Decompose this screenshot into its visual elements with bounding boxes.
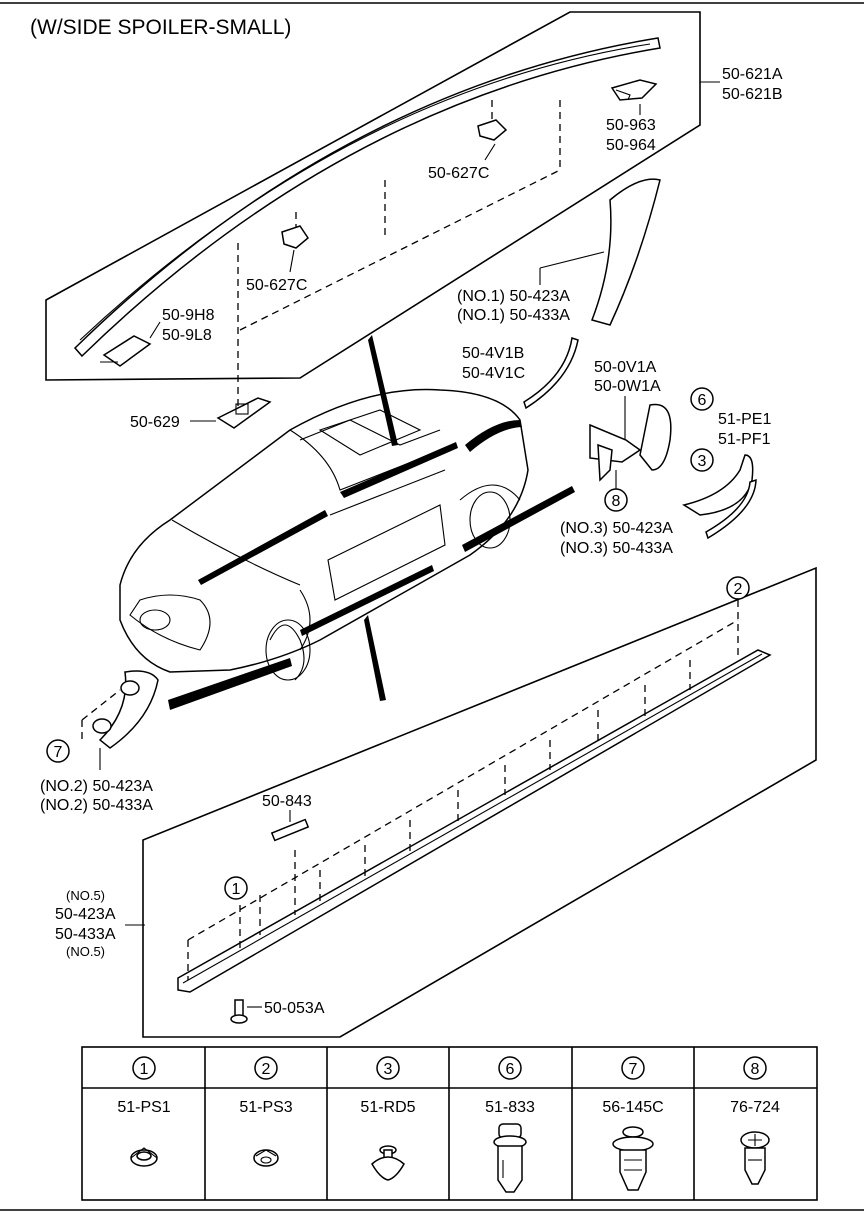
svg-text:8: 8 <box>751 1061 760 1078</box>
table-col-7: 7 56-145C <box>602 1056 664 1191</box>
callout-1: 1 <box>224 876 248 900</box>
sill-screw-label: 50-053A <box>264 1000 325 1017</box>
roof-clip-front-label: 50-627C <box>246 277 307 294</box>
arch-no2-label-2: (NO.2) 50-433A <box>40 797 153 814</box>
svg-text:6: 6 <box>506 1061 515 1078</box>
seal-strip-label: 50-843 <box>262 793 312 810</box>
callout-7: 7 <box>46 739 70 763</box>
arch-no1-label-2: (NO.1) 50-433A <box>457 307 570 324</box>
svg-text:1: 1 <box>232 881 241 898</box>
rear-corner-part <box>682 454 757 540</box>
svg-text:2: 2 <box>734 581 743 598</box>
roof-clip-rear-part <box>610 79 658 101</box>
seal-strip-part <box>270 818 310 842</box>
roof-clip-mid-label: 50-627C <box>428 165 489 182</box>
arch-no3-label-1: (NO.3) 50-423A <box>560 520 673 537</box>
part-number-51-833: 51-833 <box>485 1099 535 1116</box>
part-number-56-145c: 56-145C <box>602 1099 663 1116</box>
push-rivet-icon <box>740 1131 770 1185</box>
side-sill-group <box>125 566 817 1038</box>
side-sill-label-3: 50-433A <box>55 926 116 943</box>
svg-text:6: 6 <box>698 392 707 409</box>
table-col-8: 8 76-724 <box>730 1056 780 1185</box>
rear-corner-label-2: 51-PF1 <box>718 431 771 448</box>
sill-screw-part <box>230 999 248 1024</box>
svg-text:7: 7 <box>54 744 63 761</box>
arch-no2-label-1: (NO.2) 50-423A <box>40 778 153 795</box>
svg-text:7: 7 <box>629 1061 638 1078</box>
callout-6: 6 <box>690 387 714 411</box>
push-clip-round-icon <box>130 1147 158 1167</box>
stud-clip-icon <box>493 1123 527 1193</box>
roof-end-cap <box>100 335 152 367</box>
screw-grommet-icon <box>612 1126 654 1191</box>
roof-fastener-part <box>216 397 272 429</box>
roof-clip-mid-part <box>477 119 508 141</box>
part-number-51-rd5: 51-RD5 <box>360 1099 415 1116</box>
svg-text:8: 8 <box>612 493 621 510</box>
rear-bracket-part <box>589 403 672 482</box>
roof-molding-box <box>45 11 701 381</box>
side-sill-label-2: 50-423A <box>55 906 116 923</box>
roof-clip-rear-label-1: 50-963 <box>606 117 656 134</box>
arch-strip-label-1: 50-4V1B <box>462 345 524 362</box>
arch-no1-part <box>591 178 661 326</box>
part-number-51-ps1: 51-PS1 <box>117 1099 170 1116</box>
arch-strip-part <box>523 337 579 410</box>
fastener-table <box>81 1046 818 1201</box>
roof-molding-label-2: 50-621B <box>722 86 783 103</box>
side-sill-label-1: (NO.5) <box>66 888 105 903</box>
arch-no2-part <box>92 670 159 749</box>
table-col-1: 1 51-PS1 <box>117 1056 171 1167</box>
side-sill-box <box>142 566 817 1038</box>
roof-end-label-2: 50-9L8 <box>162 327 212 344</box>
roof-clip-front-part <box>281 225 309 249</box>
rear-bracket-label-1: 50-0V1A <box>594 359 657 376</box>
rear-corner-label-1: 51-PE1 <box>718 411 771 428</box>
svg-text:3: 3 <box>384 1061 393 1078</box>
arch-no3-label-2: (NO.3) 50-433A <box>560 540 673 557</box>
side-sill-label-4: (NO.5) <box>66 944 105 959</box>
roof-end-label-1: 50-9H8 <box>162 307 215 324</box>
roof-clip-rear-label-2: 50-964 <box>606 137 656 154</box>
svg-text:3: 3 <box>698 453 707 470</box>
rivet-clip-icon <box>371 1145 405 1181</box>
arch-no1-label-1: (NO.1) 50-423A <box>457 288 570 305</box>
callout-2: 2 <box>726 576 750 600</box>
table-col-2: 2 51-PS3 <box>239 1056 293 1167</box>
table-col-6: 6 51-833 <box>485 1056 535 1193</box>
svg-text:1: 1 <box>140 1061 149 1078</box>
car-body <box>119 335 575 710</box>
roof-molding-label-1: 50-621A <box>722 66 783 83</box>
part-number-51-ps3: 51-PS3 <box>239 1099 292 1116</box>
roof-molding-group <box>45 11 720 420</box>
table-col-3: 3 51-RD5 <box>360 1056 416 1181</box>
rear-bracket-label-2: 50-0W1A <box>594 378 661 395</box>
diagram-title: (W/SIDE SPOILER-SMALL) <box>30 16 291 39</box>
arch-strip-label-2: 50-4V1C <box>462 365 525 382</box>
callout-3-rear: 3 <box>690 448 714 472</box>
push-clip-flat-icon <box>253 1149 279 1167</box>
svg-text:2: 2 <box>262 1061 271 1078</box>
roof-fastener-label: 50-629 <box>130 414 180 431</box>
part-number-76-724: 76-724 <box>730 1099 780 1116</box>
callout-8: 8 <box>604 488 628 512</box>
side-sill-molding <box>177 649 772 993</box>
